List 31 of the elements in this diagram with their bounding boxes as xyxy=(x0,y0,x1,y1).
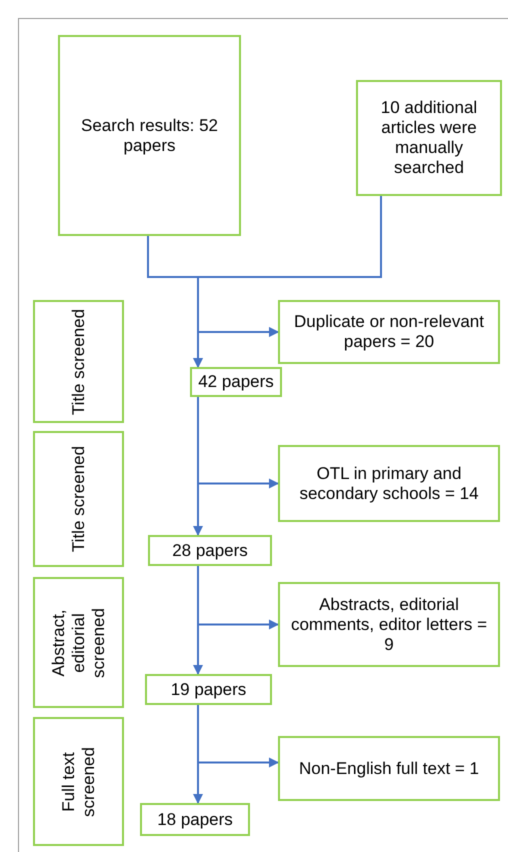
box-text: 28 papers xyxy=(171,540,249,562)
box-text: 19 papers xyxy=(170,678,248,700)
box-text: Title screened xyxy=(68,307,88,417)
stage-box xyxy=(33,577,124,708)
process-box xyxy=(145,674,272,705)
box-text: 18 papers xyxy=(156,808,234,830)
box-text: 42 papers xyxy=(197,371,275,393)
process-box xyxy=(58,35,241,236)
process-box xyxy=(278,445,500,522)
process-box xyxy=(190,367,282,397)
arrow xyxy=(197,397,279,488)
box-text: Duplicate or non-relevant papers = 20 xyxy=(293,311,485,353)
process-box xyxy=(278,736,500,801)
process-box xyxy=(148,535,272,566)
stage-box xyxy=(33,431,124,567)
stage-box xyxy=(33,717,124,846)
box-text: 10 additional articles were manually searched xyxy=(380,97,478,179)
box-text: Search results: 52 papers xyxy=(80,114,219,156)
box-text: OTL in primary and secondary schools = 14 xyxy=(298,462,480,504)
process-box xyxy=(356,80,502,196)
stage-box xyxy=(33,300,124,423)
box-text: Abstracts, editorial comments, editor letters = 9 xyxy=(290,594,488,656)
process-box xyxy=(278,582,500,667)
process-box xyxy=(140,803,250,836)
arrow xyxy=(197,705,279,768)
box-text: Non-English full text = 1 xyxy=(298,758,480,780)
box-text: Full text screened xyxy=(58,746,98,818)
box-text: Abstract, editorial screened xyxy=(48,606,108,680)
box-text: Title screened xyxy=(68,444,88,554)
arrow xyxy=(197,566,279,630)
process-box xyxy=(278,300,500,364)
